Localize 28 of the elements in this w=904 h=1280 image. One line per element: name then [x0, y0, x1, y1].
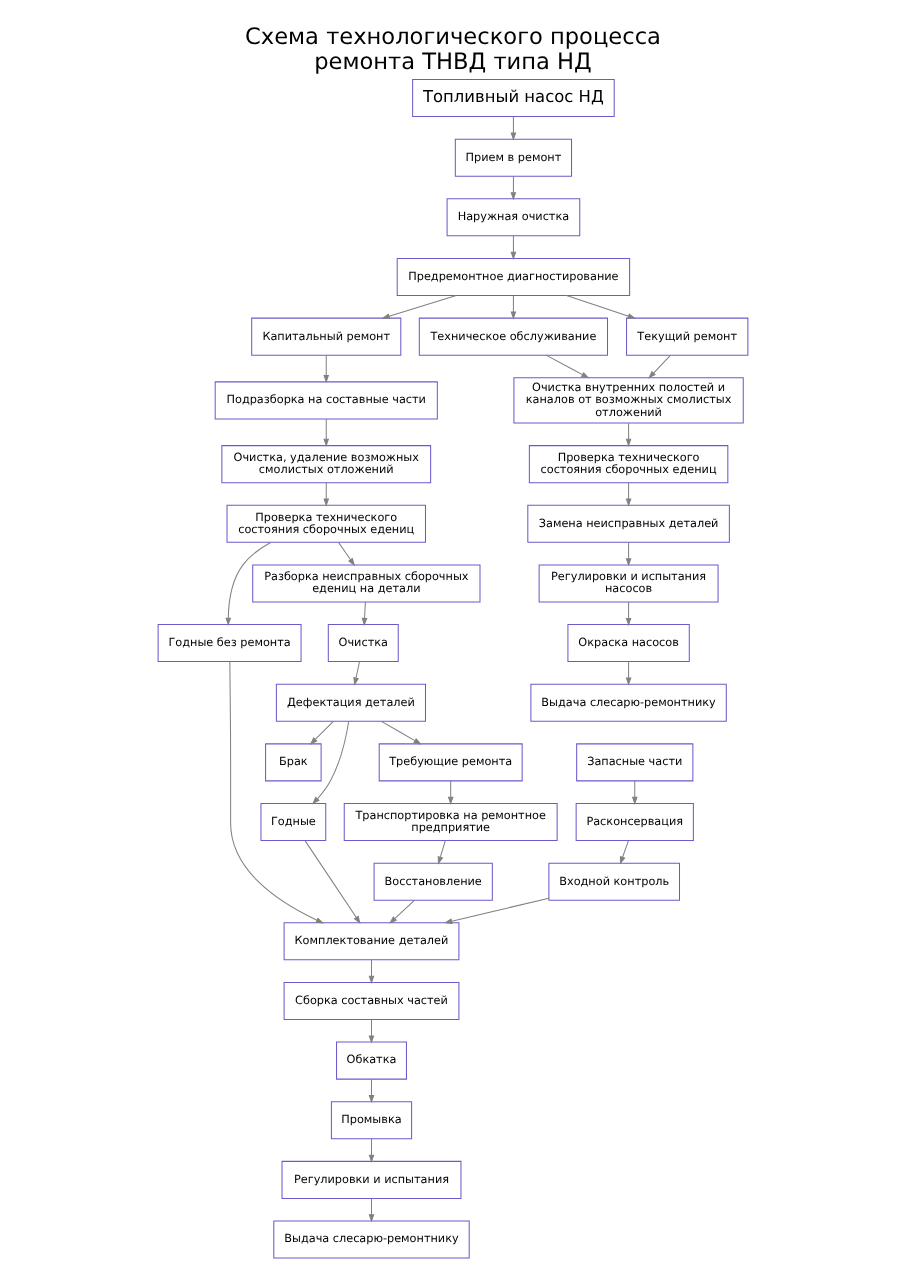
arrow — [379, 720, 421, 745]
arrow — [436, 840, 445, 865]
arrow — [509, 235, 516, 261]
arrow — [367, 1138, 374, 1163]
arrow — [624, 541, 631, 567]
arrow — [322, 354, 329, 384]
arrow — [311, 721, 349, 805]
arrow — [446, 780, 453, 806]
node-box: Топливный насос НД — [411, 79, 614, 118]
arrow — [544, 354, 589, 379]
arrow — [647, 354, 671, 379]
arrow — [443, 897, 549, 924]
arrow — [509, 175, 516, 201]
arrow — [367, 959, 374, 984]
arrow — [624, 601, 631, 627]
arrow — [388, 899, 414, 924]
arrow — [367, 1078, 374, 1104]
arrow — [360, 601, 367, 627]
arrow — [618, 840, 628, 865]
arrow — [337, 541, 355, 567]
arrow — [303, 840, 360, 924]
arrow — [308, 720, 333, 745]
arrow — [228, 661, 324, 924]
arrow — [322, 418, 329, 447]
arrow — [630, 780, 637, 806]
diagram-title: Схема технологического процесса ремонта ТНВД типа НД — [244, 24, 660, 75]
arrow — [352, 661, 359, 686]
arrow — [624, 422, 631, 447]
